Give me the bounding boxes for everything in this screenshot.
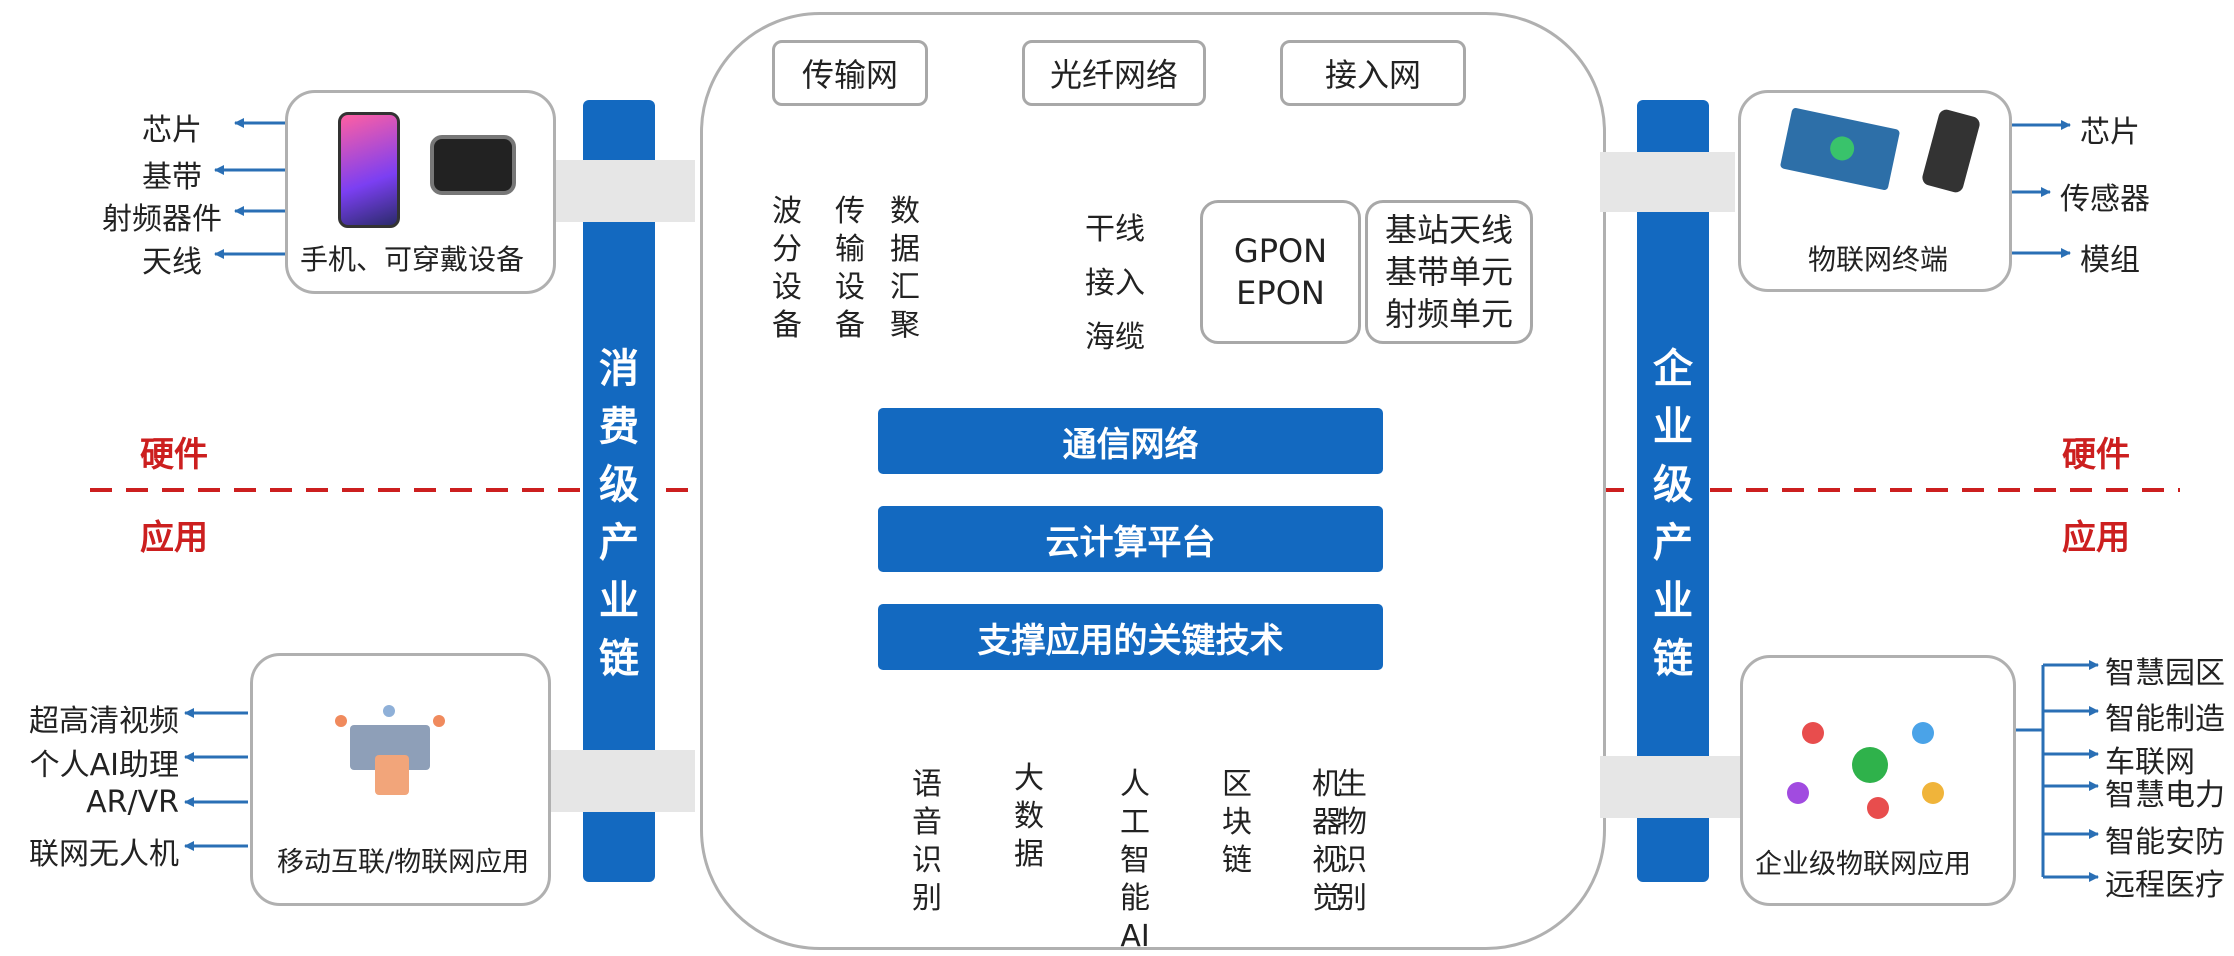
station-item-1: 基带单元: [1384, 253, 1513, 291]
key-tech-1: 大数据: [1014, 761, 1044, 872]
enterprise-app-output-5: 远程医疗: [2105, 868, 2225, 903]
enterprise-network-icon: [1782, 712, 1960, 822]
consumer-device-output-3: 天线: [142, 245, 202, 280]
pon-item-1: EPON: [1236, 274, 1325, 312]
consumer-device-output-2: 射频器件: [102, 202, 222, 237]
enterprise-app-output-0: 智慧园区: [2105, 656, 2225, 691]
smartphone-icon: [338, 112, 400, 228]
application-label-right: 应用: [2062, 518, 2130, 558]
layer-communication-network: 通信网络: [878, 408, 1383, 474]
network-cloud-frame: [700, 12, 1606, 950]
consumer-apps-caption: 移动互联/物联网应用: [277, 847, 530, 878]
smart-home-icon: [335, 705, 445, 805]
iot-terminal-output-2: 模组: [2080, 243, 2140, 278]
access-network-pill: 接入网: [1280, 40, 1466, 106]
pon-box: GPON EPON: [1200, 200, 1361, 344]
consumer-devices-caption: 手机、可穿戴设备: [300, 243, 525, 276]
layer-key-technologies: 支撑应用的关键技术: [878, 604, 1383, 670]
hardware-label-left: 硬件: [140, 435, 208, 475]
pon-item-0: GPON: [1233, 232, 1328, 270]
fiber-item-2: 海缆: [1085, 320, 1145, 355]
key-tech-4: 机器视觉: [1312, 767, 1342, 916]
enterprise-app-output-1: 智能制造: [2105, 702, 2225, 737]
application-label-left: 应用: [140, 518, 208, 558]
key-tech-0: 语音识别: [912, 767, 942, 916]
enterprise-bar-gap-bottom: [1637, 756, 1709, 818]
enterprise-apps-caption: 企业级物联网应用: [1755, 849, 1971, 880]
consumer-device-arrows: [214, 118, 285, 259]
consumer-app-output-0: 超高清视频: [29, 704, 179, 739]
transport-item-1: 传输设备: [835, 194, 865, 343]
base-station-box: 基站天线 基带单元 射频单元: [1365, 200, 1533, 344]
iot-terminal-arrows: [2008, 120, 2071, 258]
station-item-2: 射频单元: [1384, 295, 1513, 333]
iot-terminal-output-0: 芯片: [2080, 115, 2140, 150]
consumer-app-output-1: 个人AI助理: [29, 748, 179, 783]
transport-item-0: 波分设备: [772, 194, 802, 343]
consumer-device-output-1: 基带: [142, 160, 202, 195]
transport-network-pill: 传输网: [772, 40, 928, 106]
key-tech-5: 生物识别: [1337, 767, 1367, 916]
key-tech-3: 区块链: [1222, 767, 1252, 878]
smartwatch-icon: [430, 135, 516, 195]
consumer-app-output-3: 联网无人机: [29, 837, 179, 872]
consumer-bar-gap-top: [583, 160, 655, 222]
consumer-device-output-0: 芯片: [142, 113, 202, 148]
iot-terminal-caption: 物联网终端: [1808, 243, 1949, 276]
fiber-network-pill: 光纤网络: [1022, 40, 1206, 106]
layer-cloud-platform: 云计算平台: [878, 506, 1383, 572]
transport-item-2: 数据汇聚: [890, 194, 920, 343]
enterprise-app-output-2: 车联网: [2105, 745, 2195, 780]
enterprise-bar-gap-top: [1637, 152, 1709, 212]
enterprise-app-output-3: 智慧电力: [2105, 778, 2225, 813]
hardware-label-right: 硬件: [2062, 435, 2130, 475]
enterprise-chain-bar: 企业级产业链: [1637, 100, 1709, 882]
consumer-app-output-2: AR/VR: [86, 785, 179, 820]
consumer-bar-gap-bottom: [583, 750, 655, 812]
fiber-item-0: 干线: [1085, 212, 1145, 247]
iot-terminal-output-1: 传感器: [2060, 182, 2150, 217]
enterprise-app-bracket: [2015, 665, 2045, 877]
enterprise-app-output-4: 智能安防: [2105, 825, 2225, 860]
consumer-chain-label: 消费级产业链: [599, 346, 639, 682]
enterprise-app-arrows: [2043, 660, 2099, 882]
station-item-0: 基站天线: [1384, 211, 1513, 249]
fiber-item-1: 接入: [1085, 266, 1145, 301]
consumer-app-arrows: [184, 708, 248, 851]
enterprise-chain-label: 企业级产业链: [1653, 346, 1693, 682]
